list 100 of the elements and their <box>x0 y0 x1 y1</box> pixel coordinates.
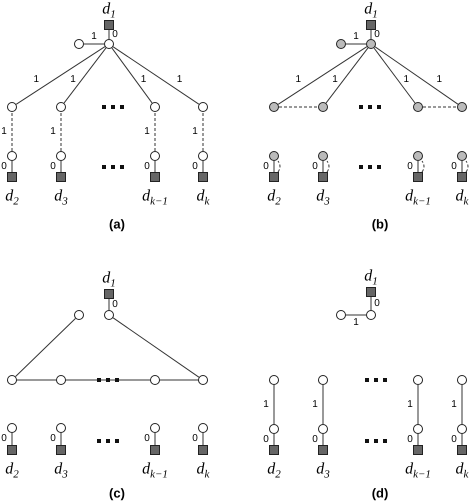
edge-line <box>322 160 324 172</box>
terminal-label: d$_{k−1}$ <box>405 461 431 481</box>
terminal-square <box>104 289 114 299</box>
edge-label: 0 <box>192 434 198 444</box>
vertex-circle <box>457 102 467 112</box>
terminal-square <box>198 445 208 455</box>
terminal-label: d$_{2}$ <box>267 461 281 481</box>
terminal-label: d$_{1}$ <box>102 1 116 21</box>
terminal-square <box>7 445 17 455</box>
vertex-circle <box>269 424 279 434</box>
edge-label: 0 <box>374 298 380 308</box>
terminal-square <box>413 445 423 455</box>
vertex-circle <box>198 151 208 161</box>
dashed-edge <box>278 106 318 108</box>
edge-line <box>60 432 62 446</box>
edge-line <box>202 432 204 446</box>
vertex-circle <box>269 375 279 385</box>
edge-line <box>154 432 156 446</box>
terminal-label: d$_{k}$ <box>456 188 468 208</box>
terminal-square <box>366 20 376 30</box>
vertex-circle <box>413 151 423 161</box>
vertex-circle <box>56 102 66 112</box>
terminal-label: d$_{k−1}$ <box>142 188 168 208</box>
vertex-circle <box>318 375 328 385</box>
edge-label: 0 <box>407 434 413 444</box>
terminal-square <box>413 172 423 182</box>
vertex-circle <box>198 423 208 433</box>
terminal-square <box>7 172 17 182</box>
edge-label: 1 <box>91 32 97 42</box>
terminal-label: d$_{2}$ <box>5 188 19 208</box>
terminal-label: d$_{1}$ <box>102 270 116 290</box>
terminal-label: d$_{k−1}$ <box>142 461 168 481</box>
edge-label: 0 <box>1 162 7 172</box>
edge-line <box>112 46 200 105</box>
edge-line <box>326 47 368 104</box>
vertex-circle <box>336 39 346 49</box>
vertex-circle <box>413 375 423 385</box>
terminal-square <box>457 445 467 455</box>
edge-label: 1 <box>263 400 269 410</box>
vertex-circle <box>74 39 84 49</box>
edge-line <box>60 160 62 172</box>
vertex-circle <box>104 310 114 320</box>
dashed-edge <box>278 160 280 172</box>
edge-label: 0 <box>112 30 118 40</box>
edge-label: 0 <box>312 162 318 172</box>
vertex-circle <box>318 102 328 112</box>
terminal-label: d$_{3}$ <box>316 188 330 208</box>
edge-label: 0 <box>192 162 198 172</box>
edge-line <box>322 384 324 424</box>
edge-label: 0 <box>263 162 269 172</box>
terminal-square <box>104 20 114 30</box>
vertex-circle <box>7 375 17 385</box>
edge-label: 1 <box>192 126 198 136</box>
vertex-circle <box>413 102 423 112</box>
terminal-label: d$_{3}$ <box>54 188 68 208</box>
terminal-square <box>318 172 328 182</box>
panel-label: (c) <box>109 486 125 500</box>
vertex-circle <box>198 102 208 112</box>
edge-label: 0 <box>451 434 457 444</box>
edge-line <box>154 160 156 172</box>
dashed-edge <box>202 112 204 152</box>
terminal-label: d$_{k}$ <box>196 461 210 481</box>
edge-line <box>111 48 153 104</box>
terminal-square <box>56 172 66 182</box>
edge-line <box>278 46 368 105</box>
edge-label: 1 <box>353 32 359 42</box>
terminal-square <box>198 172 208 182</box>
terminal-square <box>150 445 160 455</box>
terminal-square <box>269 445 279 455</box>
vertex-circle <box>457 375 467 385</box>
vertex-circle <box>457 151 467 161</box>
terminal-label: d$_{1}$ <box>364 268 378 288</box>
edge-label: 0 <box>263 434 269 444</box>
vertex-circle <box>104 39 114 49</box>
vertex-circle <box>318 151 328 161</box>
panel-label: (b) <box>372 218 388 230</box>
edge-line <box>374 48 416 104</box>
vertex-circle <box>74 310 84 320</box>
edge-label: 1 <box>451 400 457 410</box>
terminal-square <box>457 172 467 182</box>
dashed-edge <box>154 112 156 152</box>
edge-line <box>15 318 76 378</box>
edge-label: 0 <box>50 434 56 444</box>
edge-label: 0 <box>112 300 118 310</box>
terminal-square <box>269 172 279 182</box>
edge-line <box>346 314 366 316</box>
terminal-label: d$_{k}$ <box>196 188 210 208</box>
vertex-circle <box>56 151 66 161</box>
terminal-square <box>366 287 376 297</box>
edge-label: 0 <box>1 434 7 444</box>
vertex-circle <box>318 424 328 434</box>
edge-label: 1 <box>1 126 7 136</box>
dashed-edge <box>466 160 468 172</box>
vertex-circle <box>366 310 376 320</box>
vertex-circle <box>150 423 160 433</box>
dashed-edge <box>422 160 424 172</box>
dashed-edge <box>422 106 458 108</box>
vertex-circle <box>413 424 423 434</box>
vertex-circle <box>150 375 160 385</box>
vertex-circle <box>7 151 17 161</box>
